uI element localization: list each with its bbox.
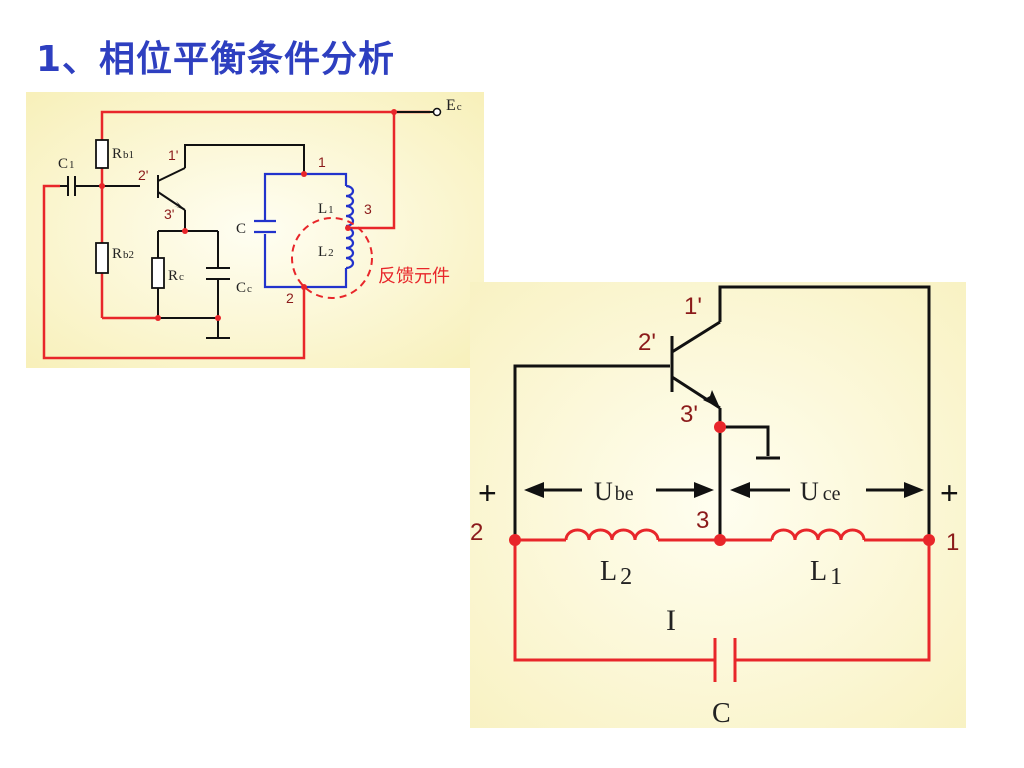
large-node-2: 2 bbox=[470, 519, 483, 546]
small-label-c: C bbox=[236, 221, 246, 237]
small-red-wires bbox=[42, 110, 430, 360]
small-tank-circuit bbox=[254, 172, 355, 289]
large-label-c: C bbox=[712, 698, 731, 729]
small-node-2: 2 bbox=[286, 290, 294, 306]
small-circuit-panel bbox=[26, 92, 484, 368]
small-label-re: Rc bbox=[168, 268, 184, 284]
small-junction-dots bbox=[99, 109, 397, 321]
small-node-2prime: 2' bbox=[138, 167, 148, 183]
large-node-1: 1 bbox=[946, 529, 959, 556]
small-node-1: 1 bbox=[318, 154, 326, 170]
large-node-2prime: 2' bbox=[638, 329, 656, 356]
small-c1-capacitor bbox=[60, 176, 82, 196]
feedback-element-label: 反馈元件 bbox=[378, 266, 450, 287]
large-red-wires bbox=[513, 528, 931, 682]
small-label-l1: L1 bbox=[318, 201, 334, 217]
large-plus-left: + bbox=[478, 475, 497, 511]
large-node-3prime: 3' bbox=[680, 401, 698, 428]
page-title: 1、相位平衡条件分析 bbox=[36, 39, 396, 80]
small-label-ec: Ec bbox=[446, 97, 462, 114]
feedback-element-circle bbox=[291, 217, 373, 299]
small-label-rb2: Rb2 bbox=[112, 246, 134, 262]
small-re-resistor bbox=[151, 257, 165, 289]
small-node-1prime: 1' bbox=[168, 147, 178, 163]
small-label-l2: L2 bbox=[318, 244, 334, 260]
large-circuit-panel bbox=[470, 282, 966, 728]
large-junction-dots bbox=[509, 421, 935, 546]
large-label-current: I bbox=[666, 604, 676, 637]
small-rb2-resistor bbox=[95, 242, 109, 274]
small-node-3: 3 bbox=[364, 201, 372, 217]
large-node-1prime: 1' bbox=[684, 293, 702, 320]
small-label-rb1: Rb1 bbox=[112, 146, 134, 162]
small-node-3prime: 3' bbox=[164, 206, 174, 222]
large-node-3: 3 bbox=[696, 507, 709, 534]
small-circuit: Ec Rb1 Rb2 Rc Cc C1 C L1 L2 反馈元件 1' 2' 3… bbox=[26, 92, 484, 368]
small-ce-capacitor bbox=[206, 267, 230, 280]
small-label-ce: Cc bbox=[236, 280, 252, 296]
large-plus-right: + bbox=[940, 475, 959, 511]
small-rb1-resistor bbox=[95, 139, 109, 169]
small-label-c1: C1 bbox=[58, 156, 75, 172]
